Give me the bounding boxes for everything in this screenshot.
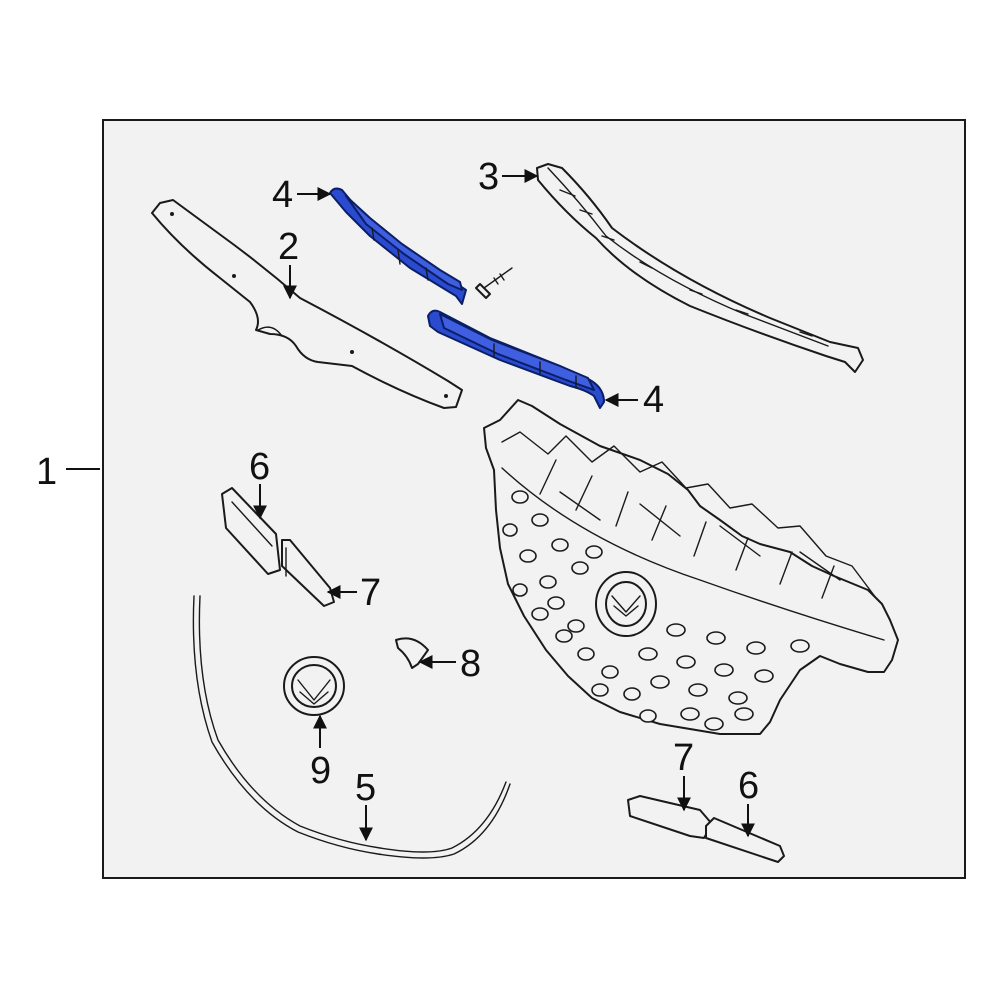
callout-6-left[interactable]: 6 (249, 446, 270, 520)
part-6-left-trim[interactable] (221, 487, 281, 575)
callout-4-top[interactable]: 4 (272, 174, 332, 216)
callout-4-top-label: 4 (272, 174, 293, 216)
callout-4-right[interactable]: 4 (604, 379, 664, 421)
callout-3-label: 3 (478, 156, 499, 198)
callout-7-right-label: 7 (673, 737, 694, 779)
part-9-emblem[interactable] (283, 656, 345, 716)
part-4-upper-seal[interactable] (329, 187, 467, 305)
callout-8[interactable]: 8 (418, 643, 481, 685)
callout-7-left[interactable]: 7 (326, 572, 381, 614)
callout-9-label: 9 (310, 750, 331, 792)
callout-1-label: 1 (36, 451, 57, 493)
callout-4-right-label: 4 (643, 379, 664, 421)
part-5-lower-molding[interactable] (192, 595, 511, 859)
callout-3[interactable]: 3 (478, 156, 539, 198)
part-2-upper-molding[interactable] (151, 199, 463, 409)
callout-9[interactable]: 9 (310, 714, 331, 792)
callout-5[interactable]: 5 (355, 767, 376, 842)
callout-7-right[interactable]: 7 (673, 737, 694, 812)
part-4-lower-seal[interactable] (427, 309, 605, 409)
pin-fastener[interactable] (475, 267, 513, 299)
part-3-upper-support[interactable] (536, 163, 864, 373)
part-6-right-trim[interactable] (705, 817, 785, 863)
part-7-left-trim[interactable] (281, 539, 335, 607)
front-grille[interactable] (483, 399, 899, 735)
callout-2[interactable]: 2 (278, 226, 299, 300)
callout-2-label: 2 (278, 226, 299, 268)
callout-1[interactable]: 1 (36, 451, 100, 493)
callout-5-label: 5 (355, 767, 376, 809)
callout-8-label: 8 (460, 643, 481, 685)
callout-6-left-label: 6 (249, 446, 270, 488)
callout-6-right[interactable]: 6 (738, 765, 759, 838)
callout-7-left-label: 7 (360, 572, 381, 614)
callout-6-right-label: 6 (738, 765, 759, 807)
